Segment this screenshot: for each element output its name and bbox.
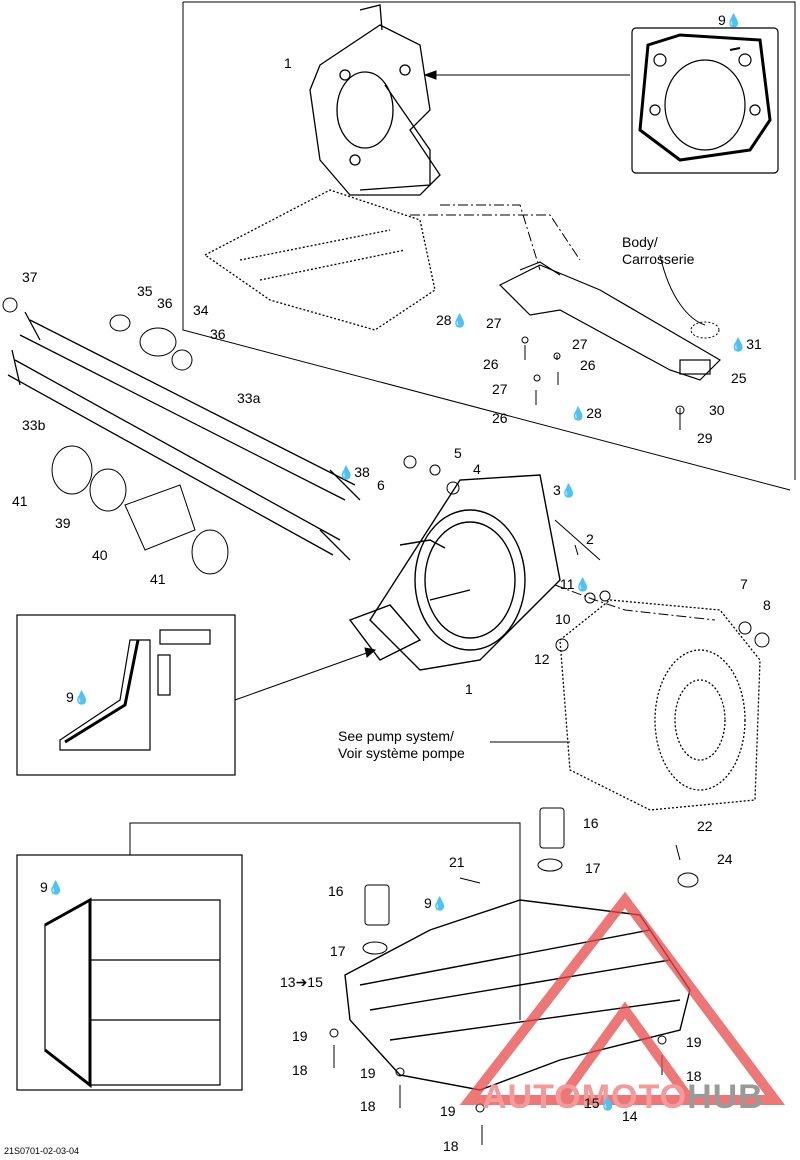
bottom-fasteners (329, 807, 699, 1145)
callout-24: 24 (717, 851, 733, 867)
callout-5: 5 (454, 445, 462, 461)
note-pump: See pump system/Voir système pompe (338, 728, 465, 761)
callout-40: 40 (92, 547, 108, 563)
callout-19-a: 19 (292, 1028, 308, 1044)
clamp-41-left (51, 445, 93, 495)
callout-26-a: 26 (483, 356, 499, 372)
callout-2: 2 (586, 531, 594, 547)
callout-12: 12 (534, 651, 550, 667)
callout-36-b: 36 (210, 326, 226, 342)
pump-housing-top (309, 4, 441, 196)
callout-19-b: 19 (360, 1065, 376, 1081)
callout-4: 4 (473, 461, 481, 477)
jet-pump-dotted (559, 599, 761, 811)
callout-27-a: 27 (486, 315, 502, 331)
callout-28-right: 💧28 (570, 405, 602, 421)
callout-10: 10 (555, 611, 571, 627)
callout-13-15: 13➔15 (280, 974, 323, 990)
callout-6: 6 (377, 477, 385, 493)
callout-33a: 33a (237, 390, 261, 406)
callout-17-top: 17 (585, 860, 601, 876)
boot-40 (124, 484, 196, 551)
callout-31: 💧31 (730, 336, 762, 352)
callout-41-left: 41 (12, 493, 28, 509)
seal-carrier-34 (139, 327, 177, 357)
callout-26-c: 26 (492, 410, 508, 426)
retaining-ring-35 (109, 314, 131, 332)
callout-9-top: 9💧 (718, 12, 742, 28)
callout-19-d: 19 (686, 1034, 702, 1050)
seal-37 (2, 297, 18, 313)
callout-39: 39 (55, 515, 71, 531)
callout-18-d: 18 (686, 1068, 702, 1084)
callout-28-left: 28💧 (436, 312, 468, 328)
callout-1-mid: 1 (465, 681, 473, 697)
top-fasteners (521, 336, 685, 430)
clamp-41-right (191, 529, 229, 575)
drive-shaft-33a (19, 311, 361, 501)
callout-29: 29 (697, 430, 713, 446)
callout-38: 💧38 (338, 464, 370, 480)
callout-21: 21 (449, 854, 465, 870)
callout-3: 3💧 (553, 482, 577, 498)
inset-ride-plate (16, 854, 243, 1091)
callout-18-c: 18 (443, 1138, 459, 1154)
callout-9-plate: 9💧 (424, 895, 448, 911)
callout-15: 15💧 (584, 1095, 616, 1111)
callout-34: 34 (193, 302, 209, 318)
callout-11: 11💧 (560, 576, 591, 592)
small-hardware-mid (403, 455, 770, 652)
callout-9-mid: 9💧 (66, 689, 90, 705)
note-body: Body/Carrosserie (622, 234, 695, 267)
callout-9-inset: 9💧 (40, 879, 64, 895)
callout-16-top: 16 (583, 815, 599, 831)
callout-17-bottom: 17 (330, 943, 346, 959)
pump-housing-mid (348, 474, 561, 671)
callout-22: 22 (697, 818, 713, 834)
callout-25: 25 (731, 370, 747, 386)
callout-36-a: 36 (157, 295, 173, 311)
drive-shaft-33b (7, 349, 351, 561)
callout-33b: 33b (22, 417, 46, 433)
callout-14: 14 (622, 1108, 638, 1124)
watermark-text: AUTOMOTOHUB (482, 1078, 764, 1116)
callout-18-b: 18 (360, 1098, 376, 1114)
callout-27-b: 27 (572, 336, 588, 352)
callout-8: 8 (763, 597, 771, 613)
callout-26-b: 26 (580, 357, 596, 373)
body-mount-dotted (690, 321, 720, 339)
callout-19-c: 19 (440, 1103, 456, 1119)
inset-seal-detail (16, 614, 236, 776)
diagram-code: 21S0701-02-03-04 (4, 1146, 80, 1156)
callout-30: 30 (709, 402, 725, 418)
callout-18-a: 18 (292, 1062, 308, 1078)
callout-37: 37 (22, 269, 38, 285)
callout-27-c: 27 (492, 381, 508, 397)
o-ring-36 (171, 349, 193, 371)
callout-1-top: 1 (284, 55, 292, 71)
inset-housing-seal (631, 27, 779, 174)
callout-7: 7 (740, 576, 748, 592)
intake-grate-top (203, 189, 436, 331)
callout-35: 35 (137, 283, 153, 299)
callout-41-right: 41 (150, 571, 166, 587)
ring-39 (89, 468, 127, 512)
rear-support-bracket (498, 261, 721, 381)
top-frame-outline (182, 1, 796, 491)
callout-16-bottom: 16 (328, 883, 344, 899)
